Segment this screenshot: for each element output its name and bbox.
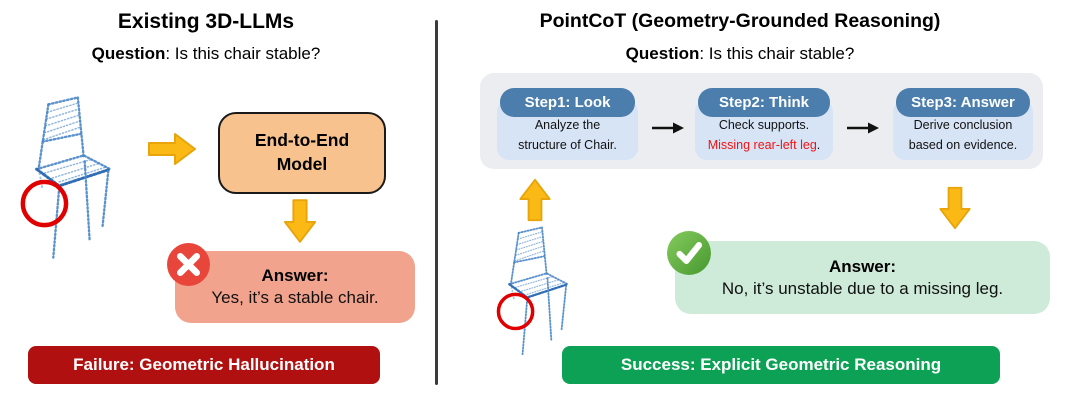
step1-box: Analyze the structure of Chair. Step1: L… — [497, 88, 638, 160]
success-banner: Success: Explicit Geometric Reasoning — [562, 346, 1000, 384]
success-answer-heading: Answer: — [828, 256, 897, 276]
fail-answer-body: Yes, it’s a stable chair. — [211, 288, 379, 307]
step2-header: Step2: Think — [698, 88, 830, 117]
left-question-text: : Is this chair stable? — [165, 44, 321, 63]
step3-line1: Derive conclusion — [913, 118, 1013, 133]
step2-line1: Check supports. — [718, 118, 810, 133]
cot-steps-container: Analyze the structure of Chair. Step1: L… — [480, 73, 1043, 169]
flow-arrow-icon-1 — [652, 122, 684, 134]
model-box-line2: Model — [276, 154, 328, 174]
arrow-right-icon — [148, 133, 196, 165]
left-question-label: Question — [91, 44, 166, 63]
step2-line2: Missing rear-left leg. — [708, 136, 821, 155]
arrow-down-icon-right — [939, 186, 971, 230]
failure-banner: Failure: Geometric Hallucination — [28, 346, 380, 384]
point-cloud-chair-right — [492, 222, 578, 362]
success-check-icon — [667, 231, 711, 275]
left-question: Question: Is this chair stable? — [6, 44, 406, 64]
end-to-end-model-box: End-to-End Model — [218, 112, 386, 194]
step2-box: Check supports. Missing rear-left leg. S… — [695, 88, 833, 160]
step2-tail: . — [816, 137, 821, 152]
step1-header: Step1: Look — [500, 88, 635, 117]
fail-answer-heading: Answer: — [261, 266, 329, 285]
model-box-line1: End-to-End — [254, 130, 350, 151]
answer-box-fail: Answer: Yes, it’s a stable chair. — [175, 251, 415, 323]
error-cross-icon — [167, 243, 210, 286]
right-panel-title: PointCoT (Geometry-Grounded Reasoning) — [539, 10, 941, 32]
left-panel-title: Existing 3D-LLMs — [117, 10, 295, 33]
point-cloud-chair-left — [15, 90, 123, 268]
right-question: Question: Is this chair stable? — [440, 44, 1040, 64]
step3-line2: based on evidence. — [908, 137, 1018, 152]
panel-divider — [435, 20, 438, 385]
answer-box-success: Answer: No, it’s unstable due to a missi… — [675, 241, 1050, 314]
arrow-up-icon — [519, 178, 551, 222]
step1-line2: structure of Chair. — [518, 137, 617, 152]
step2-highlight: Missing rear-left leg — [707, 137, 817, 152]
success-answer-body: No, it’s unstable due to a missing leg. — [721, 278, 1004, 298]
step3-box: Derive conclusion based on evidence. Ste… — [893, 88, 1033, 160]
arrow-down-icon-left — [283, 199, 317, 243]
step1-line1: Analyze the — [534, 118, 601, 133]
step3-header: Step3: Answer — [896, 88, 1030, 117]
right-question-text: : Is this chair stable? — [699, 44, 855, 63]
flow-arrow-icon-2 — [847, 122, 879, 134]
right-question-label: Question — [625, 44, 700, 63]
